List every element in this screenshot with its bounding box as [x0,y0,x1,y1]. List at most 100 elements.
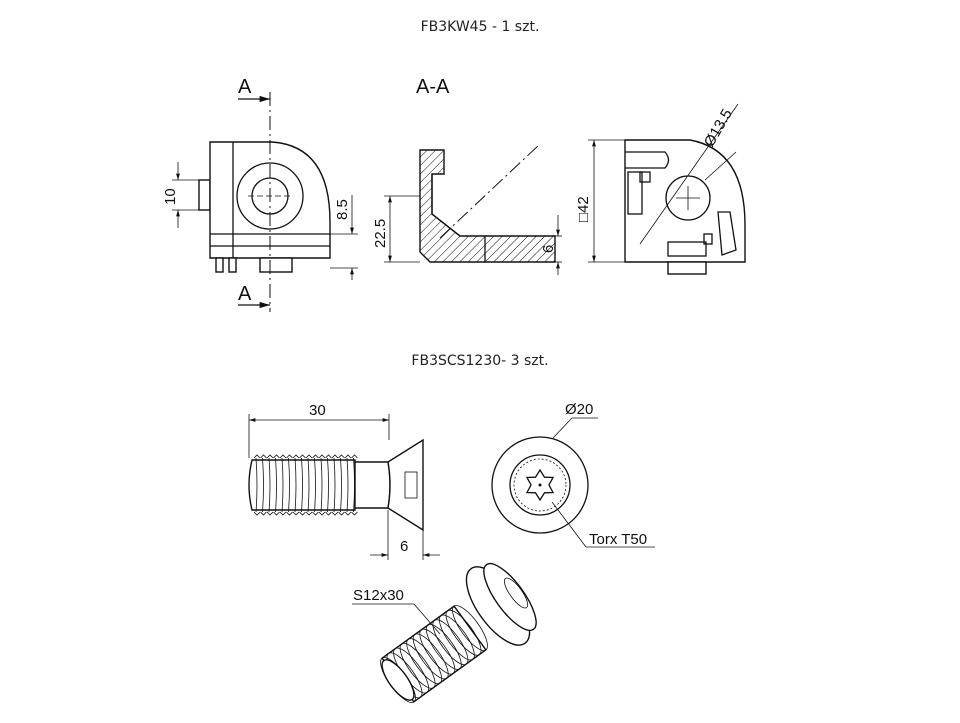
screw-side-view: 30 6 [248,402,440,560]
thread-line [301,457,303,513]
small-square [639,171,651,183]
torx-drive-label: Torx T50 [589,531,647,548]
dia-leader-2 [704,151,737,181]
thread-crest [279,511,287,516]
iso-thread [406,638,443,684]
dim-6-head-label: 6 [400,538,408,555]
thread-crest [312,511,319,516]
thread-line [275,457,277,513]
thread-crest [331,454,339,459]
screw-isometric-view: S12x30 [352,562,537,703]
kit2-title: FB3SCS1230- 3 szt. [411,353,549,369]
dim-30-label: 30 [309,402,326,419]
thread-crest [338,511,345,516]
section-mark-top: A [238,76,252,98]
torx-leader [551,501,587,548]
thread-crest [318,511,326,516]
section-centerline [439,143,541,239]
thread-line [333,457,336,513]
thread-crest [305,511,313,516]
thread-line [281,457,284,513]
section-label: A-A [416,76,450,98]
thread-crest [286,511,293,516]
lug [717,211,737,256]
iso-thread [452,605,488,651]
side-nub [198,179,211,211]
thread-crest [286,454,293,459]
iso-thread [439,614,475,661]
iso-thread [399,642,436,689]
thread-crest [299,511,306,516]
head-inner-circle [509,454,571,516]
bracket-section-view: A-A 22.5 6 [372,76,562,275]
screw-threads [248,454,358,516]
recess-ring [513,458,567,512]
center-dot [538,483,542,487]
thread-crest [266,454,274,459]
screw-head [387,438,424,532]
thread-line [327,457,329,513]
section-inner [431,174,461,237]
thread-line [288,457,290,513]
head-outer-circle [491,436,589,534]
thread-crest [344,511,352,516]
thread-line [262,457,264,513]
dim-8-5-label: 8.5 [334,199,351,220]
dim-sq-42-label: □42 [575,196,592,222]
iso-head-dome [483,562,537,632]
dim-dia-13-5-label: Ø13.5 [701,106,736,150]
thread-line [255,457,258,513]
thread-line [346,457,349,513]
dia-leader [639,103,739,245]
thread-crest [325,511,332,516]
iso-thread [425,624,462,670]
side-slot [627,171,643,215]
top-slot [625,151,670,169]
iso-thread [445,609,482,656]
thread-crest [351,454,358,459]
boss-circle [236,162,304,230]
iso-head-recess [503,577,529,609]
tab [259,257,293,273]
side-outline [624,139,746,263]
thread-crest [331,511,339,516]
designation-leader [413,603,441,635]
iso-thread [432,619,469,666]
bracket-side-view: Ø13.5 □42 [575,103,746,275]
bottom-tab [667,261,707,275]
thread-crest [299,454,306,459]
torx-star-icon [525,468,555,502]
bottom-slot [667,241,707,257]
iso-thread-end [381,659,415,701]
thread-crest [260,454,267,459]
thread-line [320,457,323,513]
thread-crest [351,511,358,516]
iso-threads [380,605,488,703]
thread-line [268,457,271,513]
thread-crest [312,454,319,459]
screw-end-view: Ø20 Torx T50 [491,401,655,548]
thread-crest [325,454,332,459]
thread-crest [266,511,274,516]
thread-crest [253,454,261,459]
thread-line [294,457,297,513]
thread-crest [344,454,352,459]
dim-dia-20-label: Ø20 [565,401,593,418]
thread-crest [279,454,287,459]
iso-head [465,562,537,646]
thread-crest [273,511,280,516]
thread-crest [273,454,280,459]
dia-20-leader [552,417,573,439]
thread-line [307,457,310,513]
small-square [703,233,713,245]
thread-crest [292,511,300,516]
section-mark-bottom: A [238,283,252,305]
iso-thread [419,628,456,675]
section-hatch [419,149,556,263]
thread-crest [253,511,261,516]
thread-crest [260,511,267,516]
iso-thread [412,633,449,680]
thread-crest [305,454,313,459]
bracket-front-view: A A 10 8.5 [162,76,358,312]
